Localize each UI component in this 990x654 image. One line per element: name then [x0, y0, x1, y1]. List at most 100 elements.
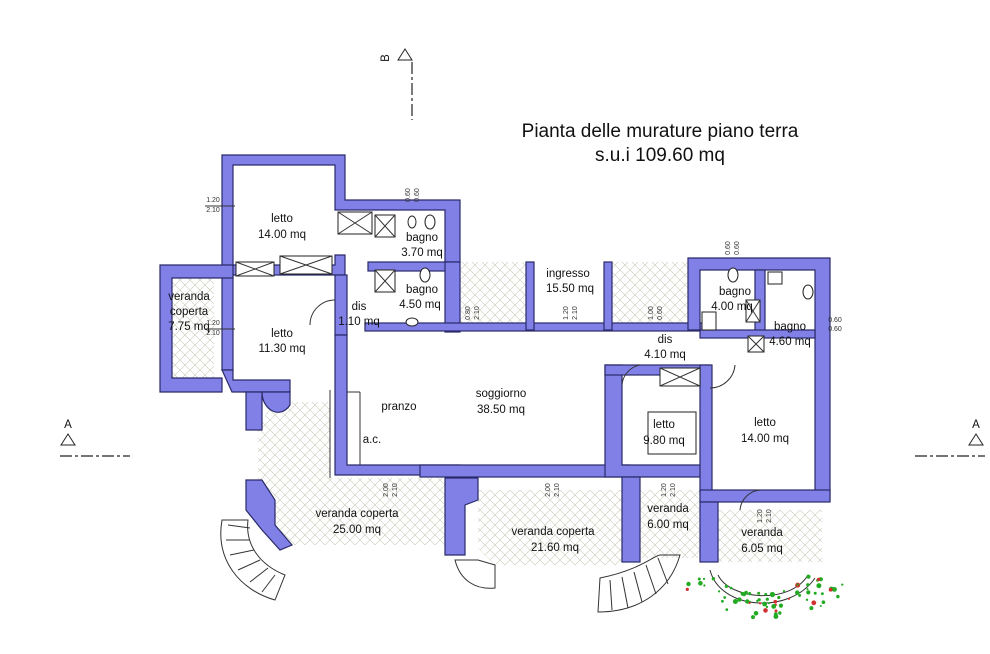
plant-dot: [795, 590, 800, 595]
plan-title: Pianta delle murature piano terra s.u.i …: [460, 120, 860, 168]
plant-dot: [711, 577, 716, 581]
plant-dot: [806, 574, 811, 579]
sink-4: [767, 271, 783, 285]
room-labels: letto 14.00 mq letto 11.30 mq veranda co…: [168, 213, 811, 555]
dim-w4-b: 2.10: [474, 306, 481, 320]
plant-dot: [769, 591, 776, 598]
room-veranda-coperta-2-area: 21.60 mq: [531, 542, 579, 554]
plant-dot: [828, 587, 833, 592]
veranda-coperta-west-floor: [170, 278, 214, 383]
dim-w1-a: 1.20: [206, 197, 220, 204]
walls: [159, 154, 831, 563]
room-veranda-w-name2: coperta: [170, 306, 209, 318]
wall-pier-east: [699, 501, 719, 563]
plant-dot: [729, 586, 733, 590]
dim-w3-a: 0.60: [405, 188, 412, 202]
fixtures: [235, 211, 814, 455]
plant-dot: [773, 599, 778, 604]
room-dis1-area: 1.10 mq: [338, 316, 380, 328]
door-swing-letto4: [709, 364, 736, 389]
wall-column-west: [245, 391, 291, 431]
plant-dot: [811, 600, 817, 606]
dim-w10-b: 2.10: [554, 483, 561, 497]
room-bagno4-area: 4.60 mq: [769, 336, 811, 348]
plant-dot: [764, 592, 768, 596]
room-letto4-area: 14.00 mq: [741, 433, 789, 445]
plant-dot: [737, 597, 742, 602]
toilet-1: [424, 214, 436, 230]
room-veranda-s-area: 6.00 mq: [647, 519, 689, 531]
wall-north-east: [687, 257, 831, 501]
plant-dot: [762, 601, 767, 607]
ingresso-floor-left: [460, 262, 526, 330]
room-bagno1-name: bagno: [406, 232, 438, 244]
plant-dot: [778, 603, 784, 608]
room-veranda-coperta-1-area: 25.00 mq: [333, 524, 381, 536]
plant-dot: [745, 599, 750, 604]
stair-west: [220, 519, 286, 601]
door-swing-letto3: [621, 364, 641, 386]
plan-title-line1: Pianta delle murature piano terra: [521, 121, 799, 142]
dim-w3-b: 0.60: [414, 188, 421, 202]
room-letto1-name: letto: [271, 213, 293, 225]
arc-veranda-21: [454, 559, 496, 589]
veranda-6-floor: [640, 490, 700, 558]
plants: [685, 574, 844, 620]
plant-dot: [819, 605, 822, 607]
room-bagno2-area: 4.50 mq: [399, 299, 441, 311]
plant-dot: [796, 583, 799, 586]
plant-dot: [751, 615, 755, 620]
plant-dot: [686, 581, 691, 587]
plant-dot: [758, 602, 762, 605]
room-veranda-w-name1: veranda: [168, 291, 210, 303]
wall-bagno-east: [444, 261, 461, 333]
bed-letto3: [647, 411, 697, 455]
stair-south: [597, 554, 681, 613]
plant-dot: [697, 577, 701, 581]
dim-w9-a: 2.00: [383, 483, 390, 497]
arc-veranda-east-inner: [717, 574, 809, 597]
wall-curve-west: [245, 479, 293, 551]
stair-south-treads: [609, 557, 669, 611]
plant-dot: [798, 593, 802, 597]
room-dis2-area: 4.10 mq: [644, 349, 686, 361]
wall-pier-center: [444, 477, 479, 556]
dim-w7-a: 0.60: [725, 241, 732, 255]
plant-dot: [805, 598, 809, 601]
plant-dot: [777, 595, 781, 600]
dimension-labels: 1.20 2.10 1.20 2.10 0.60 0.60 0.80 2.10 …: [205, 188, 842, 523]
room-ac-name: a.c.: [363, 434, 382, 446]
room-letto3-area: 9.80 mq: [643, 435, 685, 447]
plan-details: [220, 299, 816, 613]
room-veranda-e-name: veranda: [741, 527, 783, 539]
toilet-4: [802, 284, 814, 300]
plant-dot: [841, 583, 844, 586]
room-veranda-coperta-2-name: veranda coperta: [511, 526, 595, 538]
room-letto4-name: letto: [754, 417, 776, 429]
dim-w10-a: 2.00: [545, 483, 552, 497]
door-swing-veranda-e: [739, 489, 761, 511]
room-veranda-w-area: 7.75 mq: [168, 321, 210, 333]
room-letto2-area: 11.30 mq: [258, 343, 305, 355]
room-bagno3-area: 4.00 mq: [711, 301, 753, 313]
wall-soggiorno-south: [419, 464, 631, 478]
room-veranda-coperta-1-name: veranda coperta: [315, 508, 399, 520]
plant-dot: [763, 608, 768, 613]
plant-dot: [816, 583, 822, 589]
room-dis1-name: dis: [352, 301, 367, 313]
toilet-3: [727, 267, 739, 283]
sink-2: [405, 317, 419, 327]
dim-w6-b: 0.60: [657, 306, 664, 320]
plant-dot: [773, 614, 779, 619]
dim-w7-b: 0.60: [734, 241, 741, 255]
toilet-2: [419, 267, 431, 283]
room-bagno4-name: bagno: [774, 321, 806, 333]
plant-dot: [787, 597, 791, 600]
room-soggiorno-name: soggiorno: [476, 388, 527, 400]
room-ingresso-name: ingresso: [546, 268, 589, 280]
wall-letto4-south: [699, 489, 831, 503]
plant-dot: [748, 592, 752, 596]
room-veranda-s-name: veranda: [647, 503, 689, 515]
room-bagno3-name: bagno: [719, 286, 751, 298]
